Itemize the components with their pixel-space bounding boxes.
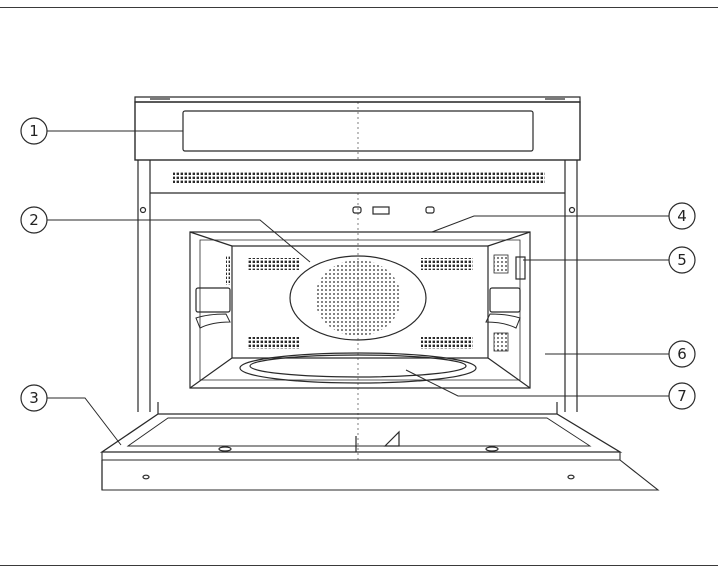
callout-1: 1 [20,117,48,145]
bottom-rule [0,565,718,566]
oven-body [137,160,578,412]
svg-text:3: 3 [29,389,39,407]
svg-text:4: 4 [677,207,687,225]
svg-text:5: 5 [677,251,687,269]
callout-4: 4 [668,202,696,230]
oven-door [99,402,660,491]
callout-5: 5 [668,246,696,274]
control-panel [134,101,581,161]
callout-2: 2 [20,206,48,234]
turntable [239,352,477,384]
svg-text:7: 7 [677,387,687,405]
top-trim [134,96,581,103]
callout-6: 6 [668,340,696,368]
leader-lines [47,130,669,446]
svg-text:6: 6 [677,345,687,363]
callout-7: 7 [668,382,696,410]
oven-cavity [189,193,531,460]
top-rule [0,7,718,8]
vent-grille [173,172,545,183]
callouts: 1 2 3 4 5 6 7 [20,117,696,412]
svg-text:2: 2 [29,211,39,229]
svg-text:1: 1 [29,122,39,140]
callout-3: 3 [20,384,48,412]
